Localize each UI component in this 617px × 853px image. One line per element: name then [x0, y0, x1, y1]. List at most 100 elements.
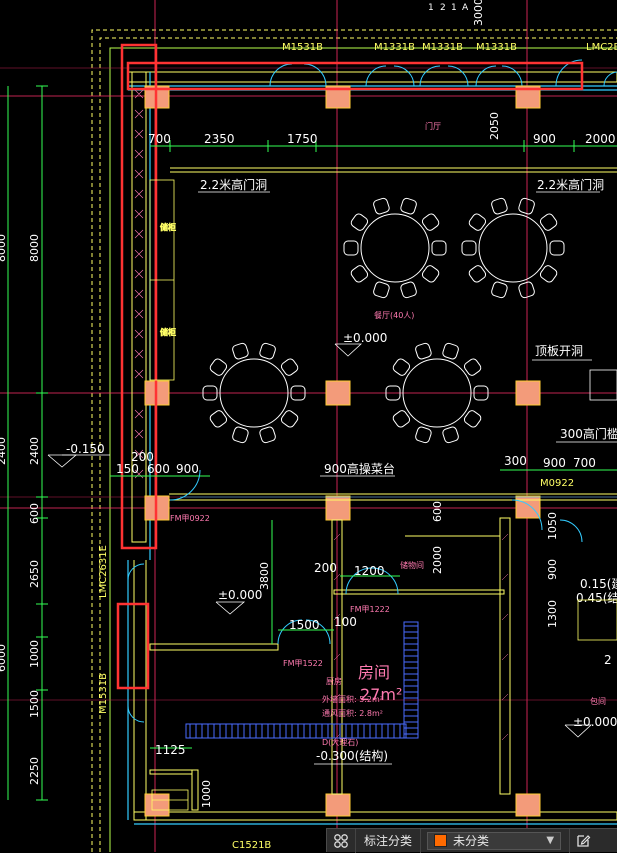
chair	[350, 213, 369, 231]
label-stair-opening: 顶板开洞	[535, 344, 583, 358]
door-height-label-right: 2.2米高门洞	[537, 177, 604, 192]
left-dimension-lines	[7, 85, 48, 801]
dining-tables	[202, 197, 565, 444]
label-lmc2631e: LMC2631E	[98, 545, 109, 598]
edit-icon	[577, 834, 591, 847]
chair	[259, 342, 276, 360]
dim-600: 600	[28, 503, 41, 524]
dim-700: 700	[148, 132, 171, 146]
level-minus-0300: -0.300(结构)	[316, 748, 388, 763]
label-bar-counter: 900高操菜台	[324, 461, 395, 476]
top-dimension-row: 700 2350 1750 900 2000 2050 门厅	[148, 112, 617, 152]
dining-labels: 餐厅(40人) ±0.000 顶板开洞	[334, 311, 592, 361]
kitchen-counter	[185, 621, 419, 739]
round-table	[385, 342, 489, 444]
cabinets-left: 储柜 储柜	[149, 179, 176, 381]
chair	[431, 240, 447, 256]
dim-2400-outer: 2400	[0, 437, 8, 465]
door-label-m1331b-2: M1331B	[422, 42, 463, 53]
mid-left-dims: 200 150 600 900	[110, 450, 210, 477]
category-select[interactable]: 未分类 ▼	[427, 831, 562, 850]
chair	[463, 358, 482, 376]
door-height-labels: 2.2米高门洞 2.2米高门洞	[198, 177, 604, 193]
door-fm1222: FM甲1222	[350, 605, 390, 614]
exterior-wall-bottom	[133, 811, 617, 825]
label-dining: 餐厅(40人)	[374, 311, 414, 320]
dim-1000-v: 1000	[200, 780, 213, 808]
dim-2400: 2400	[28, 437, 41, 465]
dim-3000: 3000	[472, 0, 485, 26]
dim-700-right: 700	[573, 456, 596, 470]
outer-boundary-solid	[109, 47, 617, 852]
chair	[280, 358, 299, 376]
dim-1300: 1300	[546, 600, 559, 628]
round-table	[461, 197, 565, 299]
dim-100: 100	[334, 615, 357, 629]
category-color-swatch	[434, 834, 448, 847]
interior-hatch	[333, 533, 509, 741]
chair	[373, 281, 390, 299]
table-top	[219, 358, 289, 428]
chair	[473, 385, 489, 401]
dim-600-mid: 600	[147, 462, 170, 476]
dim-8000: 8000	[28, 234, 41, 262]
dim-1750: 1750	[287, 132, 318, 146]
chair	[415, 426, 432, 444]
top-doors	[269, 59, 617, 87]
level-045: 0.45(结	[576, 591, 617, 605]
chair	[491, 281, 508, 299]
dim-900: 900	[533, 132, 556, 146]
dim-8000-outer: 8000	[0, 234, 8, 262]
chair	[400, 281, 417, 299]
right-details: 300高门槛 300 900 700 M0922 1300 900 1050 0…	[500, 369, 617, 738]
door-height-label-left: 2.2米高门洞	[200, 177, 267, 192]
chair	[392, 410, 411, 428]
bottom-left-fixture	[151, 789, 189, 811]
chair	[468, 265, 487, 283]
grid-menu-button[interactable]	[327, 828, 356, 853]
bar-counter: 900高操菜台	[169, 461, 617, 501]
column	[325, 793, 351, 817]
chair	[209, 358, 228, 376]
column	[515, 495, 541, 519]
axis-label-2: 2	[440, 3, 446, 13]
dim-600-v: 600	[431, 501, 444, 522]
column	[325, 85, 351, 109]
label-storage: 储物间	[400, 560, 424, 570]
chair	[463, 410, 482, 428]
left-dimension-texts: 8000 2400 600 2650 1000 1500 2250 8000 2…	[0, 234, 41, 785]
chair	[202, 385, 218, 401]
exterior-wall-top	[127, 71, 617, 91]
edit-button[interactable]	[569, 828, 596, 853]
dim-1200: 1200	[354, 564, 385, 578]
dim-300: 300	[504, 454, 527, 468]
grid-icon	[334, 833, 348, 848]
chair	[468, 213, 487, 231]
door-fm0922: FM甲0922	[170, 514, 210, 523]
column	[515, 793, 541, 817]
cabinet-label-2: 储柜	[160, 327, 176, 337]
column	[144, 793, 170, 817]
highlight-top-wall	[126, 61, 584, 91]
room-note-1: 厨房	[326, 676, 342, 686]
chair	[415, 342, 432, 360]
chair	[518, 281, 535, 299]
dim-150: 150	[116, 462, 139, 476]
dim-1000: 1000	[28, 640, 41, 668]
dims-lower: 600 2000 3800 200 1200 储物间 1500 100 ±0.0…	[150, 501, 444, 808]
label-m1531b-left: M1531B	[98, 673, 109, 714]
dim-2000-v: 2000	[431, 546, 444, 574]
dim-1125: 1125	[155, 743, 186, 757]
chair	[400, 197, 417, 215]
dim-900-right: 900	[543, 456, 566, 470]
chair	[232, 342, 249, 360]
dim-3800: 3800	[258, 562, 271, 590]
chevron-down-icon: ▼	[546, 835, 555, 846]
chair	[421, 213, 440, 231]
column	[515, 380, 541, 406]
round-table	[343, 197, 447, 299]
dim-1500-mid: 1500	[289, 618, 320, 632]
dim-1500: 1500	[28, 690, 41, 718]
room-labels: 房间 27m² 厨房 外墙面积: 5.2m² 通风面积: 2.8m² -0.30…	[232, 663, 402, 851]
